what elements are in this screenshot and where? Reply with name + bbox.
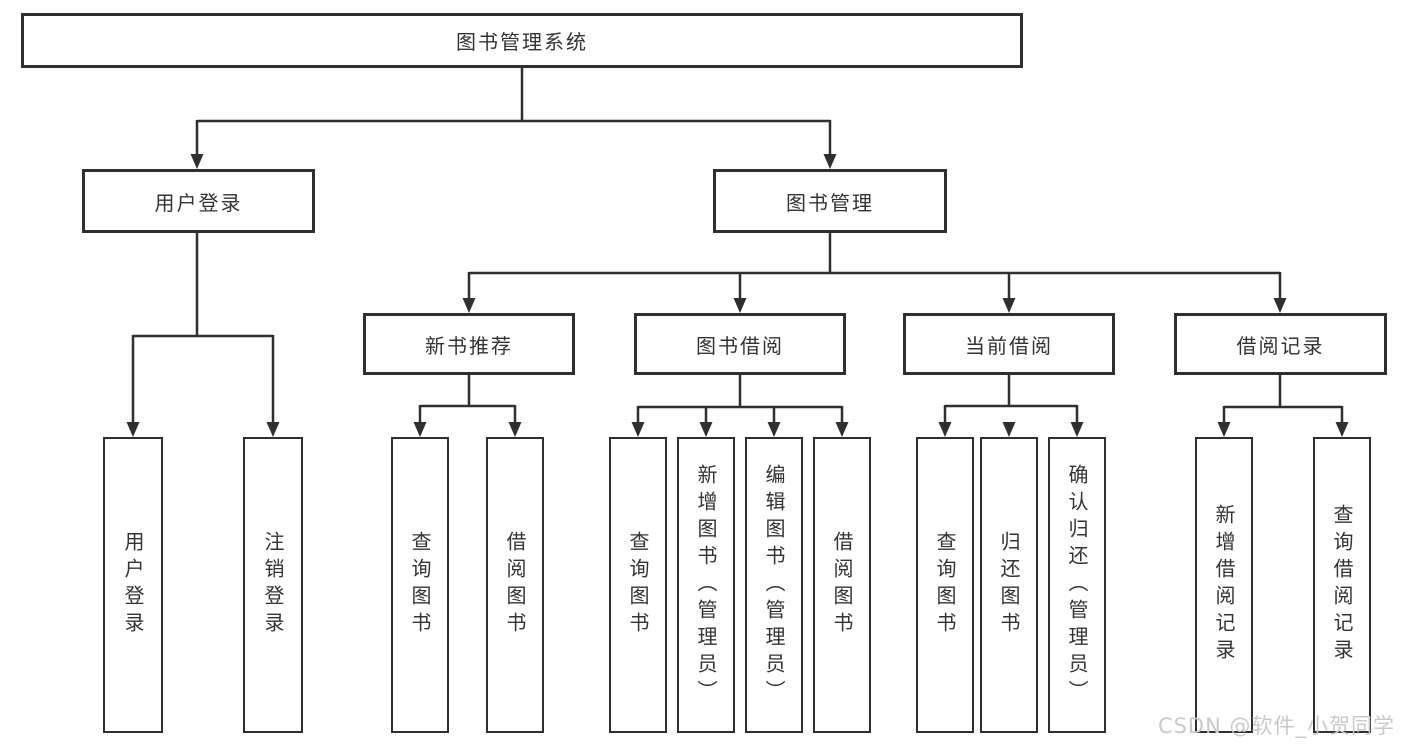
leaf-query-books-3: 查询图书	[916, 437, 974, 733]
leaf-query-books-1: 查询图书	[391, 437, 449, 733]
node-book-borrowing-label: 图书借阅	[696, 333, 784, 358]
leaf-borrow-books-2-label: 借阅图书	[830, 531, 854, 639]
leaf-query-books-2: 查询图书	[609, 437, 667, 733]
node-new-book-recommend-label: 新书推荐	[425, 333, 513, 358]
leaf-add-borrow-record: 新增借阅记录	[1195, 437, 1253, 733]
node-book-management: 图书管理	[713, 169, 947, 233]
leaf-confirm-return-admin-label: 确认归还（管理员）	[1065, 463, 1089, 707]
leaf-logout: 注销登录	[243, 437, 303, 733]
leaf-borrow-books-1: 借阅图书	[486, 437, 544, 733]
node-borrow-records-label: 借阅记录	[1236, 333, 1325, 358]
leaf-borrow-books-2: 借阅图书	[813, 437, 871, 733]
node-current-borrowing-label: 当前借阅	[965, 333, 1053, 358]
leaf-add-book-admin: 新增图书（管理员）	[677, 437, 735, 733]
leaf-edit-book-admin: 编辑图书（管理员）	[745, 437, 803, 733]
leaf-add-borrow-record-label: 新增借阅记录	[1212, 504, 1236, 666]
leaf-query-borrow-record-label: 查询借阅记录	[1330, 504, 1354, 666]
leaf-query-borrow-record: 查询借阅记录	[1313, 437, 1371, 733]
leaf-user-login-label: 用户登录	[121, 531, 145, 639]
node-root-system-label: 图书管理系统	[456, 30, 588, 54]
node-root-system: 图书管理系统	[21, 13, 1023, 68]
leaf-edit-book-admin-label: 编辑图书（管理员）	[762, 463, 786, 707]
leaf-user-login: 用户登录	[103, 437, 163, 733]
leaf-confirm-return-admin: 确认归还（管理员）	[1048, 437, 1106, 733]
leaf-query-books-2-label: 查询图书	[626, 531, 650, 639]
leaf-logout-label: 注销登录	[261, 531, 285, 639]
leaf-query-books-3-label: 查询图书	[933, 531, 957, 639]
arrowheads	[126, 154, 1349, 437]
leaf-add-book-admin-label: 新增图书（管理员）	[694, 463, 718, 707]
node-current-borrowing: 当前借阅	[903, 313, 1115, 375]
node-book-borrowing: 图书借阅	[634, 313, 846, 375]
node-new-book-recommend: 新书推荐	[363, 313, 575, 375]
node-borrow-records: 借阅记录	[1174, 313, 1387, 375]
node-user-login: 用户登录	[82, 169, 315, 233]
leaf-return-book-label: 归还图书	[997, 531, 1021, 639]
node-book-management-label: 图书管理	[786, 190, 874, 215]
leaf-borrow-books-1-label: 借阅图书	[503, 531, 527, 639]
leaf-query-books-1-label: 查询图书	[408, 531, 432, 639]
csdn-watermark: CSDN @软件_小贺同学	[1157, 714, 1395, 738]
leaf-return-book: 归还图书	[980, 437, 1038, 733]
node-user-login-label: 用户登录	[154, 190, 243, 215]
